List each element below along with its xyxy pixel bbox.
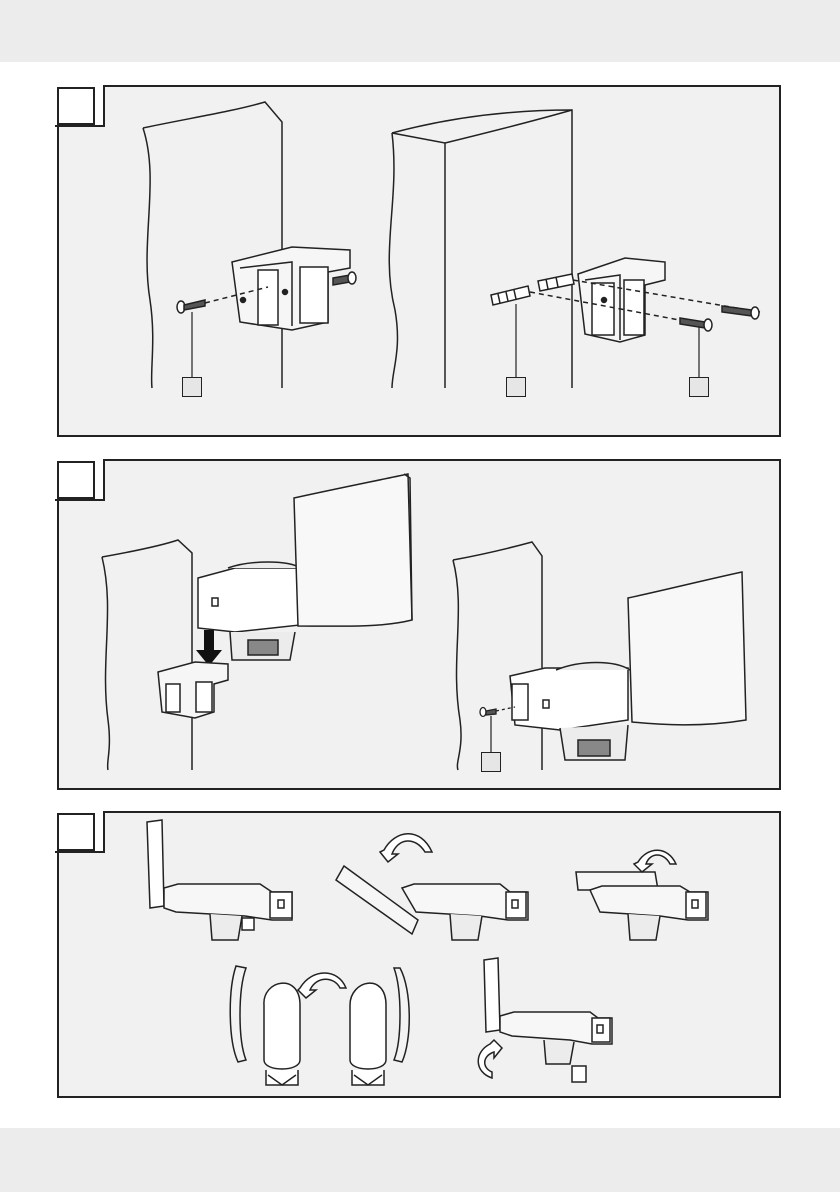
adjust-view-sensor-tilt (484, 958, 612, 1082)
rotate-arrow-icon-4 (478, 1040, 502, 1078)
sensor-side-view-left (230, 966, 300, 1085)
rotate-arrow-icon-2 (634, 850, 676, 872)
sensor-side-view-right (350, 968, 409, 1085)
rotate-arrow-icon-3 (298, 973, 346, 998)
adjust-view-vertical (147, 820, 292, 940)
rotate-arrow-icon (380, 834, 432, 862)
adjust-view-tilted (336, 866, 528, 940)
adjust-view-horizontal (576, 872, 708, 940)
